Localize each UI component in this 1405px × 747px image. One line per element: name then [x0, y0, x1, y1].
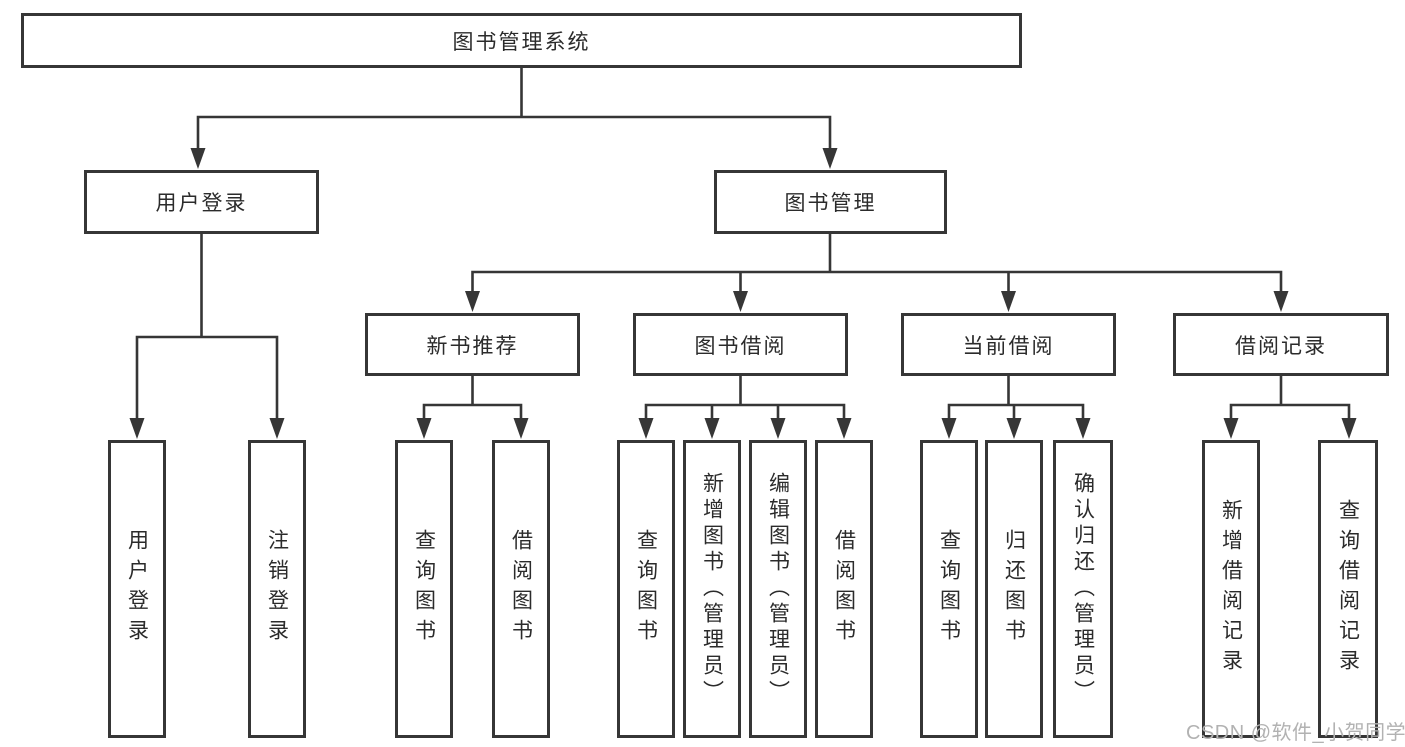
- leaf-logout-login: 注销登录: [248, 440, 306, 738]
- csdn-watermark: CSDN @软件_小贺同学: [1186, 722, 1405, 744]
- node-book-management: 图书管理: [714, 170, 947, 234]
- leaf-user-login: 用户登录: [108, 440, 166, 738]
- node-user-login: 用户登录: [84, 170, 319, 234]
- leaf-add-borrow-record: 新增借阅记录: [1202, 440, 1260, 738]
- leaf-borrow-books-recommend: 借阅图书: [492, 440, 550, 738]
- node-current-borrowing: 当前借阅: [901, 313, 1116, 376]
- leaf-edit-books-admin: 编辑图书（管理员）: [749, 440, 807, 738]
- leaf-query-books-recommend: 查询图书: [395, 440, 453, 738]
- leaf-add-books-admin: 新增图书（管理员）: [683, 440, 741, 738]
- leaf-query-books-borrow: 查询图书: [617, 440, 675, 738]
- leaf-confirm-return-admin: 确认归还（管理员）: [1053, 440, 1113, 738]
- node-borrowing-records: 借阅记录: [1173, 313, 1389, 376]
- node-new-book-recommend: 新书推荐: [365, 313, 580, 376]
- node-book-borrowing: 图书借阅: [633, 313, 848, 376]
- leaf-borrow-books-borrow: 借阅图书: [815, 440, 873, 738]
- leaf-return-books: 归还图书: [985, 440, 1043, 738]
- leaf-query-borrow-record: 查询借阅记录: [1318, 440, 1378, 738]
- leaf-query-books-current: 查询图书: [920, 440, 978, 738]
- node-root-system: 图书管理系统: [21, 13, 1022, 68]
